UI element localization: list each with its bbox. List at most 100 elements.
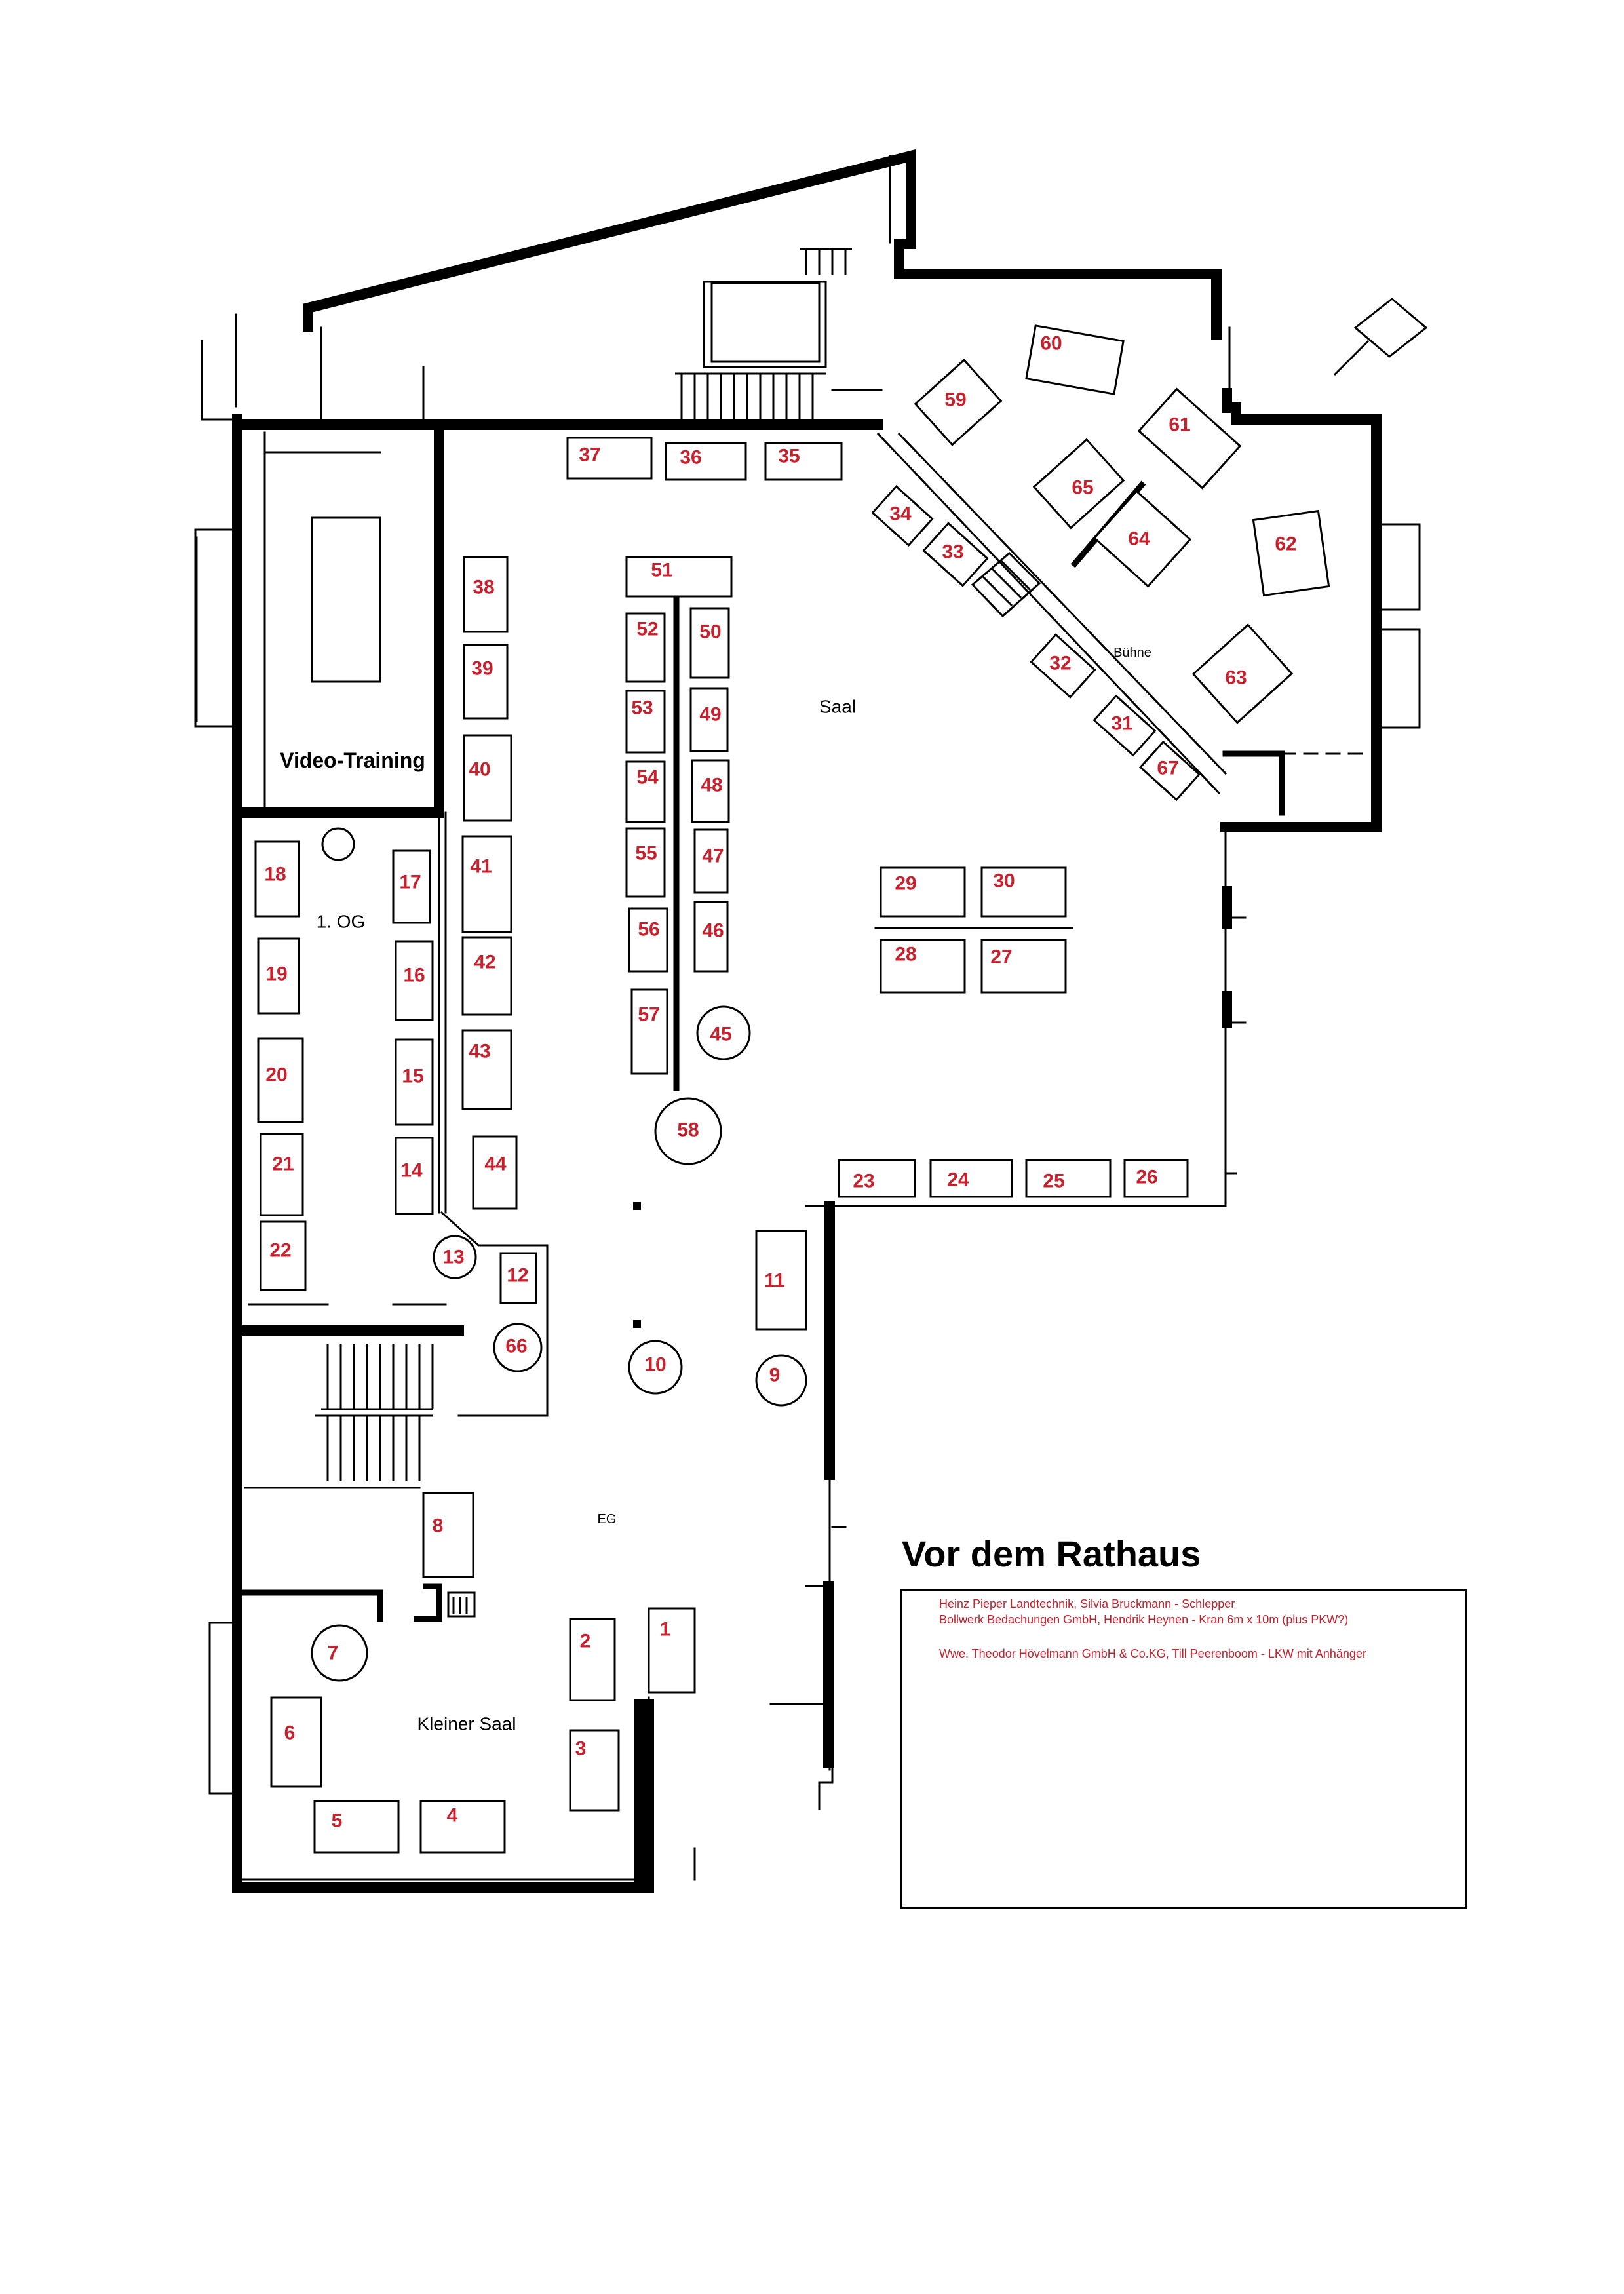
booth-52[interactable]	[625, 612, 666, 683]
booth-label: 60	[1040, 333, 1062, 355]
booth-8[interactable]	[422, 1492, 474, 1578]
booth-41[interactable]	[461, 835, 512, 933]
room-label-video-training: Video-Training	[280, 748, 425, 772]
booth-59[interactable]	[914, 359, 1003, 446]
booth-58[interactable]	[654, 1097, 722, 1165]
booth-49[interactable]	[689, 687, 729, 752]
booth-11[interactable]	[755, 1230, 807, 1331]
booth-15[interactable]	[395, 1038, 434, 1126]
booth-label: 25	[1043, 1171, 1064, 1192]
booth-label: 33	[942, 541, 963, 563]
outside-exhibitor-line: Heinz Pieper Landtechnik, Silvia Bruckma…	[939, 1597, 1235, 1610]
booth-47[interactable]	[693, 828, 729, 894]
booth-10[interactable]	[628, 1340, 683, 1395]
booth-32[interactable]	[1030, 633, 1096, 699]
booth-7[interactable]	[311, 1624, 368, 1682]
room-label-first-floor: 1. OG	[317, 912, 366, 932]
booth-35[interactable]	[764, 442, 843, 481]
booth-51[interactable]	[625, 556, 733, 598]
booth-label: 13	[442, 1247, 464, 1268]
booth-34[interactable]	[871, 485, 934, 547]
booth-40[interactable]	[463, 734, 512, 822]
booth-label: 36	[680, 447, 701, 469]
booth-36[interactable]	[665, 442, 747, 481]
booth-5[interactable]	[313, 1800, 400, 1854]
booth-label: 18	[264, 864, 286, 885]
booth-label: 5	[332, 1810, 343, 1832]
booth-label: 21	[272, 1154, 294, 1175]
outside-exhibitor-line: Bollwerk Bedachungen GmbH, Hendrik Heyne…	[939, 1613, 1349, 1626]
booth-19[interactable]	[257, 937, 300, 1015]
booth-48[interactable]	[691, 759, 730, 823]
booth-label: 65	[1072, 477, 1093, 499]
booth-1[interactable]	[648, 1607, 696, 1694]
booth-21[interactable]	[260, 1133, 304, 1216]
booth-39[interactable]	[463, 644, 509, 720]
booth-label: 17	[399, 872, 421, 893]
booth-2[interactable]	[569, 1618, 616, 1701]
booth-31[interactable]	[1092, 694, 1157, 757]
booth-42[interactable]	[461, 936, 512, 1016]
booth-61[interactable]	[1137, 387, 1242, 490]
booth-64[interactable]	[1092, 490, 1192, 588]
booth-23[interactable]	[838, 1159, 916, 1198]
booth-67[interactable]	[1138, 740, 1201, 802]
booth-57[interactable]	[630, 988, 668, 1075]
booth-28[interactable]	[880, 939, 966, 994]
booth-16[interactable]	[395, 940, 434, 1021]
booth-65[interactable]	[1032, 438, 1125, 530]
booth-18[interactable]	[254, 840, 300, 918]
booth-label: 1	[660, 1619, 671, 1641]
booth-label: 57	[638, 1004, 659, 1026]
booth-66[interactable]	[493, 1323, 543, 1372]
booth-label: 49	[699, 704, 721, 726]
booth-17[interactable]	[392, 849, 431, 924]
booth-label: 29	[895, 873, 916, 895]
booth-33[interactable]	[922, 522, 989, 587]
booth-27[interactable]	[980, 939, 1067, 994]
booth-3[interactable]	[569, 1729, 620, 1812]
room-label-ground-floor: EG	[598, 1512, 617, 1526]
booth-14[interactable]	[395, 1137, 434, 1215]
booth-60[interactable]	[1025, 324, 1125, 395]
booth-label: 7	[328, 1643, 339, 1664]
booth-label: 26	[1136, 1167, 1157, 1188]
booth-53[interactable]	[625, 690, 666, 754]
booth-20[interactable]	[257, 1037, 304, 1123]
room-labels: Video-Training 1. OG Saal Bühne EG Klein…	[280, 646, 1151, 1734]
booth-label: 58	[677, 1119, 699, 1141]
booth-45[interactable]	[696, 1005, 751, 1060]
booth-9[interactable]	[755, 1354, 807, 1407]
booth-30[interactable]	[980, 866, 1067, 918]
booth-4[interactable]	[419, 1800, 506, 1854]
booth-label: 30	[993, 870, 1015, 892]
outside-area-box: Heinz Pieper Landtechnik, Silvia Bruckma…	[900, 1589, 1467, 1909]
booth-43[interactable]	[461, 1029, 512, 1110]
booth-13[interactable]	[433, 1235, 477, 1279]
booth-6[interactable]	[270, 1696, 322, 1788]
booth-62[interactable]	[1252, 509, 1330, 597]
booth-24[interactable]	[929, 1159, 1013, 1198]
booth-63[interactable]	[1191, 623, 1294, 724]
booth-38[interactable]	[463, 556, 509, 633]
booth-46[interactable]	[693, 901, 729, 973]
booth-55[interactable]	[625, 827, 666, 898]
booth-label: 38	[473, 577, 494, 598]
booth-56[interactable]	[628, 907, 668, 973]
booth-label: 55	[635, 843, 657, 865]
booth-12[interactable]	[499, 1252, 537, 1304]
booth-44[interactable]	[472, 1135, 518, 1210]
booth-label: 47	[702, 846, 724, 867]
booth-50[interactable]	[689, 607, 730, 679]
booth-label: 27	[990, 946, 1012, 968]
booth-26[interactable]	[1123, 1159, 1189, 1198]
booth-54[interactable]	[625, 760, 666, 823]
booth-label: 2	[580, 1631, 591, 1652]
booth-label: 43	[469, 1041, 490, 1062]
booth-37[interactable]	[566, 437, 653, 480]
booth-label: 3	[575, 1738, 587, 1760]
booth-29[interactable]	[880, 866, 966, 918]
booth-22[interactable]	[260, 1220, 307, 1291]
booth-25[interactable]	[1025, 1159, 1112, 1198]
